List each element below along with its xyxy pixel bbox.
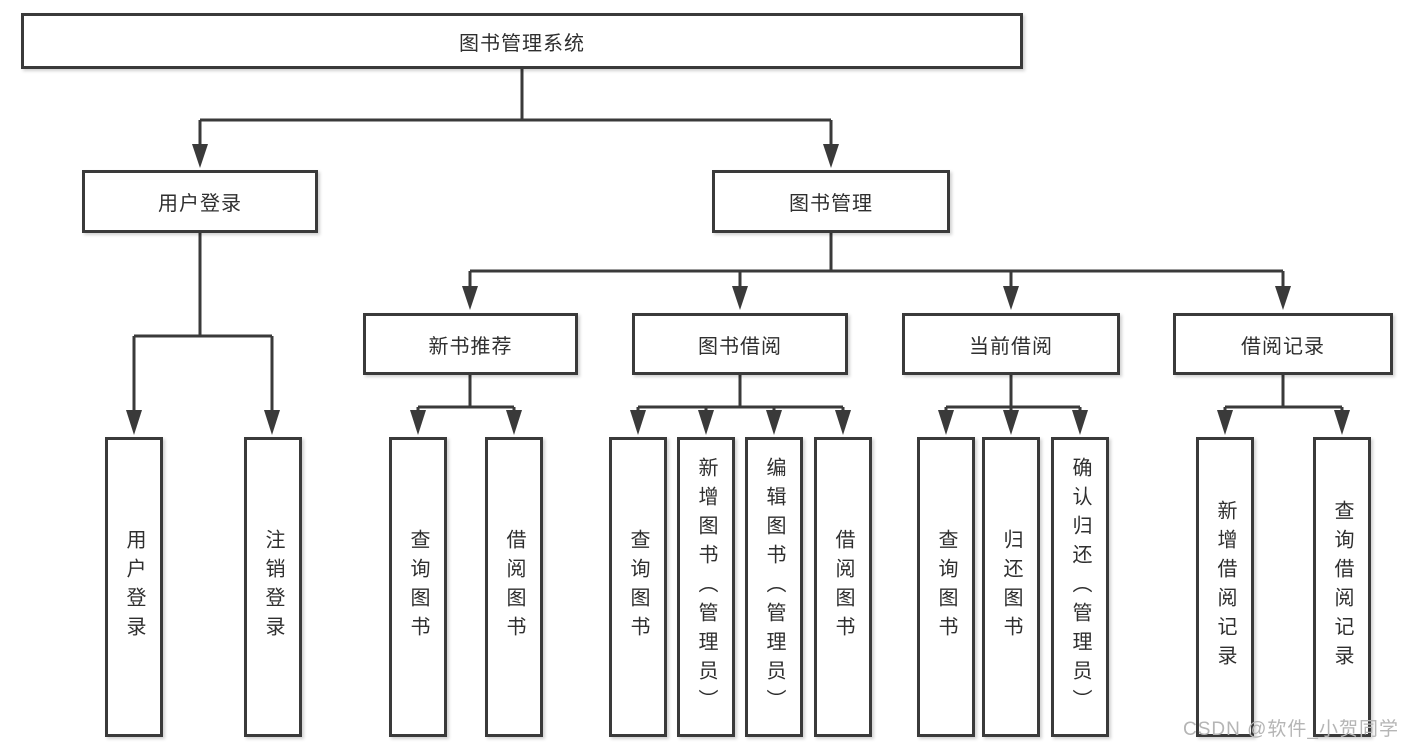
node-user-login: 用户登录: [82, 170, 318, 233]
node-book-management: 图书管理: [712, 170, 950, 233]
node-borrowing-records: 借阅记录: [1173, 313, 1393, 375]
node-current-borrowing-label: 当前借阅: [969, 335, 1053, 358]
leaf-br-query-record-label: 查询借阅记录: [1331, 500, 1353, 674]
node-root-label: 图书管理系统: [459, 32, 585, 55]
node-root-system: 图书管理系统: [21, 13, 1023, 69]
leaf-bb-add-book-admin-label: 新增图书（管理员）: [695, 456, 717, 718]
leaf-bb-edit-book-admin-label: 编辑图书（管理员）: [763, 456, 785, 718]
connector-paths: [132, 69, 1344, 413]
node-new-book-recommend-label: 新书推荐: [428, 335, 513, 358]
leaf-logout-label: 注销登录: [262, 529, 284, 645]
leaf-logout: 注销登录: [244, 437, 302, 737]
leaf-cb-query-book-label: 查询图书: [935, 529, 957, 645]
node-book-management-label: 图书管理: [789, 193, 873, 215]
leaf-bb-add-book-admin: 新增图书（管理员）: [677, 437, 735, 737]
leaf-br-add-record: 新增借阅记录: [1196, 437, 1254, 737]
leaf-bb-edit-book-admin: 编辑图书（管理员）: [745, 437, 803, 737]
node-user-login-label: 用户登录: [158, 193, 242, 215]
leaf-bb-query-book-label: 查询图书: [627, 529, 649, 645]
leaf-user-login-label: 用户登录: [123, 529, 145, 645]
leaf-cb-confirm-return-admin-label: 确认归还（管理员）: [1069, 456, 1091, 718]
leaf-bb-query-book: 查询图书: [609, 437, 667, 737]
leaf-nbr-query-book: 查询图书: [389, 437, 447, 737]
node-current-borrowing: 当前借阅: [902, 313, 1120, 375]
leaf-cb-return-book: 归还图书: [982, 437, 1040, 737]
csdn-watermark: CSDN @软件_小贺同学: [1183, 719, 1399, 740]
leaf-user-login: 用户登录: [105, 437, 163, 737]
leaf-bb-borrow-book: 借阅图书: [814, 437, 872, 737]
node-borrowing-records-label: 借阅记录: [1241, 335, 1325, 358]
leaf-nbr-borrow-book-label: 借阅图书: [503, 529, 525, 645]
leaf-nbr-query-book-label: 查询图书: [407, 529, 429, 645]
node-new-book-recommend: 新书推荐: [363, 313, 578, 375]
leaf-br-add-record-label: 新增借阅记录: [1214, 500, 1236, 674]
leaf-cb-return-book-label: 归还图书: [1000, 529, 1022, 645]
node-book-borrowing: 图书借阅: [632, 313, 848, 375]
node-book-borrowing-label: 图书借阅: [698, 335, 782, 358]
leaf-nbr-borrow-book: 借阅图书: [485, 437, 543, 737]
leaf-cb-query-book: 查询图书: [917, 437, 975, 737]
arrowheads: [126, 144, 1350, 435]
leaf-bb-borrow-book-label: 借阅图书: [832, 529, 854, 645]
leaf-br-query-record: 查询借阅记录: [1313, 437, 1371, 737]
leaf-cb-confirm-return-admin: 确认归还（管理员）: [1051, 437, 1109, 737]
